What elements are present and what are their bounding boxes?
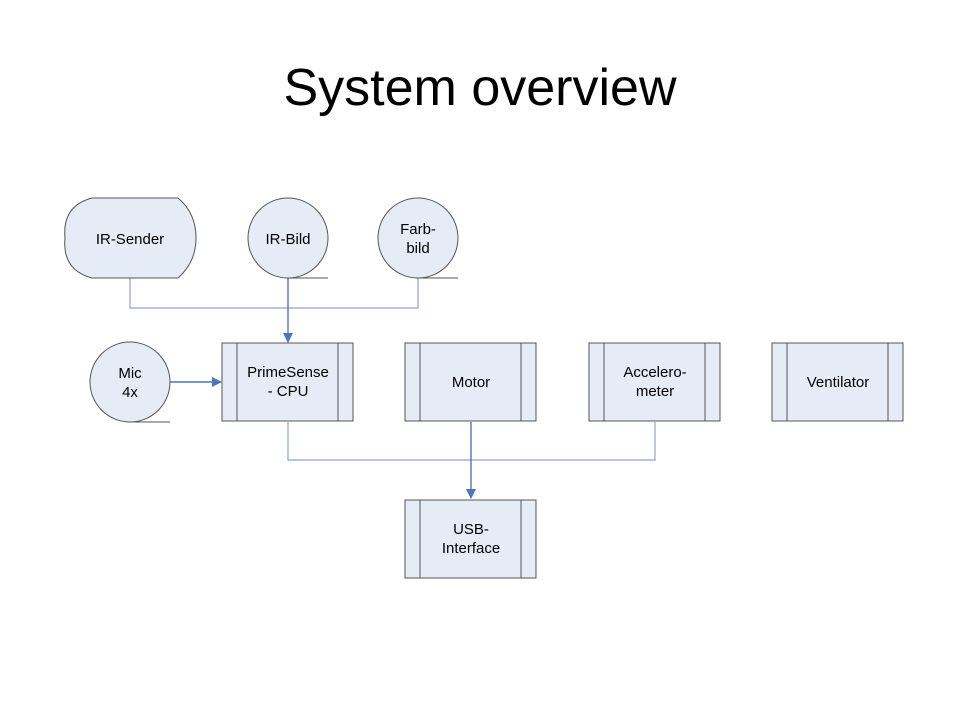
- ir-bild-label: IR-Bild: [265, 231, 310, 248]
- primesense-label-line2: - CPU: [268, 383, 309, 400]
- accelerometer-label-line2: meter: [636, 383, 674, 400]
- ir-sender-label: IR-Sender: [96, 231, 164, 248]
- motor-label: Motor: [452, 374, 490, 391]
- node-usb-interface: USB- Interface: [404, 499, 537, 579]
- mic-label-line2: 4x: [122, 384, 138, 401]
- node-accelerometer: Accelero- meter: [588, 342, 721, 422]
- accelerometer-label-line1: Accelero-: [623, 364, 686, 381]
- node-ventilator: Ventilator: [771, 342, 904, 422]
- usb-label-line1: USB-: [453, 521, 489, 538]
- connectors: [129, 278, 656, 499]
- page-title: System overview: [283, 59, 677, 117]
- node-primesense-cpu: PrimeSense - CPU: [221, 342, 354, 422]
- node-ir-sender: IR-Sender: [64, 197, 197, 279]
- farbbild-label-line1: Farb-: [400, 221, 436, 238]
- connector-farbbild: [288, 278, 419, 309]
- primesense-label-line1: PrimeSense: [247, 364, 329, 381]
- mic-label-line1: Mic: [118, 365, 142, 382]
- usb-label-line2: Interface: [442, 540, 500, 557]
- node-mic: Mic 4x: [89, 341, 171, 423]
- connector-ir-sender: [129, 278, 288, 309]
- farbbild-label-line2: bild: [406, 240, 429, 257]
- ventilator-label: Ventilator: [807, 374, 870, 391]
- node-farbbild: Farb- bild: [377, 197, 459, 279]
- node-motor: Motor: [404, 342, 537, 422]
- node-ir-bild: IR-Bild: [247, 197, 329, 279]
